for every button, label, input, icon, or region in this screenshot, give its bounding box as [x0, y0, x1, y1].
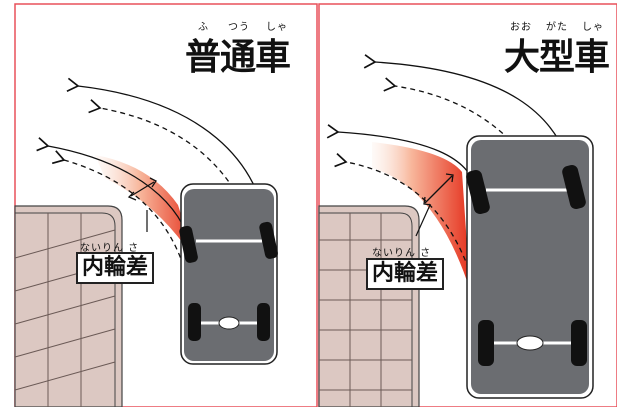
panel-title: 大型車	[504, 37, 610, 78]
differential	[218, 316, 240, 330]
gap-dimension-arrow	[424, 175, 453, 204]
rear-wheel-path	[88, 99, 266, 301]
wheel-icon	[259, 221, 278, 259]
panel-standard	[14, 3, 318, 407]
differential	[516, 335, 544, 351]
title-ruby-1: ふ	[198, 22, 209, 33]
rear-inner-wheel-path	[51, 150, 194, 311]
label-ruby: ないりん さ	[80, 243, 140, 254]
wheel-icon	[562, 164, 586, 210]
arrow-head-icon	[149, 177, 157, 188]
building-grid	[14, 213, 116, 407]
title-ruby-2: がた	[546, 22, 568, 33]
vehicle-body	[471, 140, 589, 394]
wheel-icon	[478, 320, 494, 366]
inner-wheel-gap-area	[372, 142, 470, 290]
inner-wheel-difference-label: 内輪差	[366, 258, 445, 290]
gap-leader-line	[415, 204, 431, 237]
label-ruby: ないりん さ	[372, 248, 432, 259]
wheel-icon	[257, 303, 270, 341]
arrow-head-icon	[445, 173, 454, 183]
building-grid	[319, 213, 412, 407]
title-ruby-1: おお	[510, 22, 532, 33]
building	[14, 205, 123, 407]
arrow-head-icon	[127, 191, 137, 201]
inner-wheel-gap-area	[95, 155, 196, 262]
gap-dimension-arrow	[130, 181, 155, 197]
car-body	[184, 189, 274, 361]
standard-car	[179, 183, 278, 365]
arrow-head-icon	[423, 196, 432, 206]
rear-inner-wheel-path	[334, 153, 485, 331]
panel-title: 普通車	[185, 37, 291, 78]
wheel-icon	[179, 225, 198, 263]
large-vehicle	[466, 135, 594, 399]
wheel-icon	[466, 169, 490, 215]
panel-large	[318, 3, 617, 407]
title-ruby-3: しゃ	[266, 22, 288, 33]
wheel-icon	[188, 303, 201, 341]
title-ruby-2: つう	[228, 22, 250, 33]
inner-wheel-difference-label: 内輪差	[76, 252, 155, 284]
wheel-icon	[571, 320, 587, 366]
title-ruby-3: しゃ	[582, 22, 604, 33]
building	[318, 205, 420, 407]
